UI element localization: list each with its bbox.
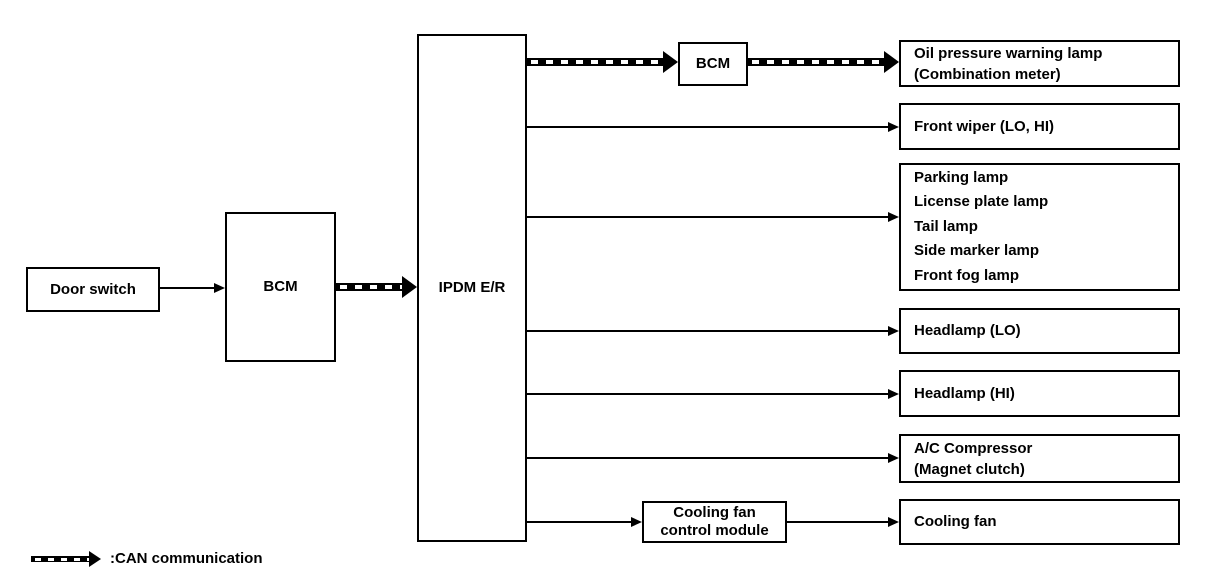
- node-bcm-meter: BCM: [678, 42, 748, 86]
- node-label: BCM: [695, 55, 731, 72]
- can-arrow-bcm-meter-to-oil-lamp: [748, 51, 899, 73]
- node-headlamp-hi: Headlamp (HI): [899, 370, 1180, 417]
- node-label-line: Oil pressure warning lamp: [914, 44, 1103, 62]
- node-lamp-group: Parking lamp License plate lamp Tail lam…: [899, 163, 1180, 291]
- node-label: IPDM E/R: [438, 279, 506, 296]
- node-label-line: A/C Compressor: [914, 439, 1033, 457]
- arrow-ipdm-to-front-wiper: [527, 121, 899, 133]
- node-label-line: Side marker lamp: [914, 242, 1040, 260]
- node-label-line: Tail lamp: [914, 217, 978, 235]
- node-label-line: (Magnet clutch): [914, 460, 1025, 478]
- node-label: Headlamp (HI): [914, 384, 1015, 402]
- legend-can-arrow-icon: [31, 548, 101, 570]
- node-cooling-fan-control-module: Cooling fan control module: [642, 501, 787, 543]
- node-oil-pressure-warning-lamp: Oil pressure warning lamp (Combination m…: [899, 40, 1180, 87]
- node-label: Front wiper (LO, HI): [914, 117, 1054, 135]
- node-label-line: Parking lamp: [914, 168, 1009, 186]
- arrow-fan-module-to-cooling-fan: [787, 516, 899, 528]
- arrow-door-switch-to-bcm: [159, 282, 225, 294]
- node-label-line: (Combination meter): [914, 65, 1061, 83]
- node-label-line: control module: [660, 522, 769, 539]
- node-label-line: Front fog lamp: [914, 266, 1019, 284]
- node-label-line: License plate lamp: [914, 193, 1049, 211]
- arrow-ipdm-to-headlamp-lo: [527, 325, 899, 337]
- node-ipdm-er: IPDM E/R: [417, 34, 527, 542]
- node-ac-compressor: A/C Compressor (Magnet clutch): [899, 434, 1180, 483]
- node-label: BCM: [263, 278, 298, 295]
- arrow-ipdm-to-fan-module: [527, 516, 642, 528]
- node-headlamp-lo: Headlamp (LO): [899, 308, 1180, 354]
- node-bcm-main: BCM: [225, 212, 336, 362]
- legend-can-label: :CAN communication: [110, 550, 263, 567]
- node-label: Headlamp (LO): [914, 322, 1021, 339]
- node-cooling-fan: Cooling fan: [899, 499, 1180, 545]
- arrow-ipdm-to-headlamp-hi: [527, 388, 899, 400]
- can-arrow-ipdm-to-bcm-meter: [527, 51, 678, 73]
- can-arrow-bcm-to-ipdm: [336, 276, 417, 298]
- node-door-switch: Door switch: [26, 267, 160, 312]
- node-front-wiper: Front wiper (LO, HI): [899, 103, 1180, 150]
- node-label: Cooling fan: [914, 513, 997, 530]
- arrow-ipdm-to-lamp-group: [527, 211, 899, 223]
- node-label-line: Cooling fan: [673, 503, 756, 521]
- node-label: Door switch: [50, 280, 136, 298]
- arrow-ipdm-to-ac-compressor: [527, 452, 899, 464]
